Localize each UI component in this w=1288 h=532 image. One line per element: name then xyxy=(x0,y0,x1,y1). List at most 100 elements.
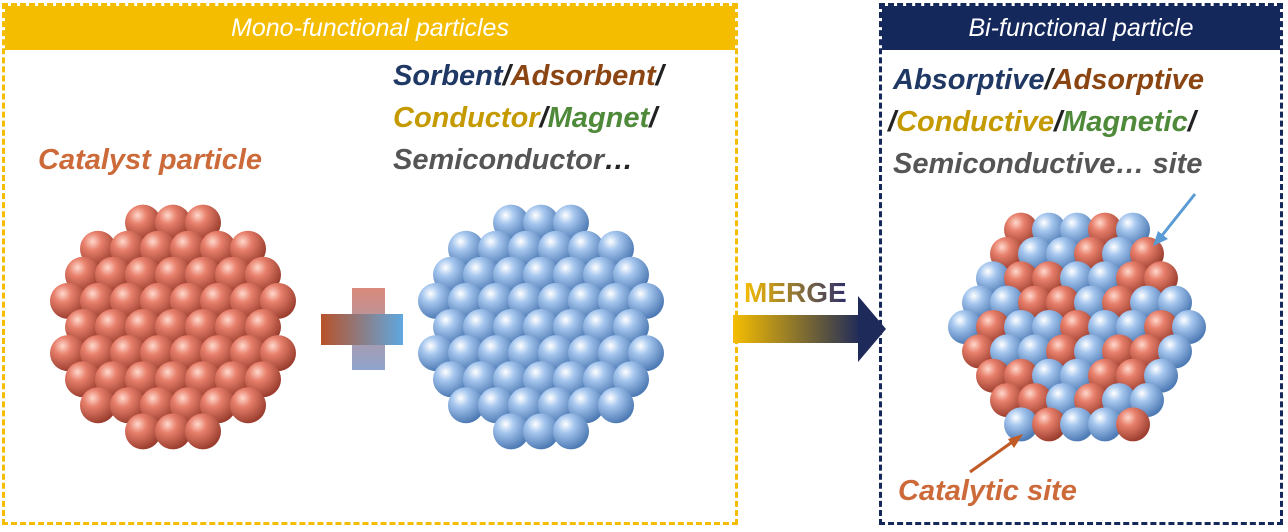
conductive-text: Conductive xyxy=(896,106,1054,138)
sphere xyxy=(110,282,146,319)
sphere xyxy=(185,204,221,241)
sphere xyxy=(463,309,499,345)
sphere xyxy=(65,361,101,398)
bi-functions-line-2: /Conductive/Magnetic/ xyxy=(888,108,1196,137)
slash: / xyxy=(1187,106,1196,138)
sphere xyxy=(553,361,589,398)
sphere xyxy=(110,335,146,372)
sphere xyxy=(538,282,574,319)
sphere xyxy=(523,361,559,398)
sphere xyxy=(1116,407,1150,442)
sphere xyxy=(170,282,206,319)
functional-particle-cluster xyxy=(418,204,664,450)
sorbent-text: Sorbent xyxy=(393,60,503,92)
sphere xyxy=(553,256,589,293)
sphere xyxy=(65,256,101,293)
catalyst-particle-cluster xyxy=(50,204,296,450)
sphere xyxy=(170,387,206,424)
sphere xyxy=(215,309,251,345)
sphere xyxy=(230,230,266,267)
sphere xyxy=(613,309,649,345)
sphere xyxy=(125,413,161,450)
functions-line-3: Semiconductor… xyxy=(393,146,633,175)
mono-functional-header: Mono-functional particles xyxy=(5,6,735,50)
merge-label: MERGE xyxy=(744,277,847,308)
sphere xyxy=(200,335,236,372)
sphere xyxy=(1004,407,1038,442)
sphere xyxy=(155,413,191,450)
sphere xyxy=(463,361,499,398)
sphere xyxy=(433,256,469,293)
sphere xyxy=(140,387,176,424)
absorptive-text: Absorptive xyxy=(893,64,1045,96)
slash: / xyxy=(1053,106,1063,138)
sphere xyxy=(50,335,86,372)
sphere xyxy=(538,335,574,372)
magnetic-text: Magnetic xyxy=(1062,106,1188,138)
sphere xyxy=(433,361,469,398)
sphere xyxy=(568,282,604,319)
bi-functional-panel: Bi-functional particle xyxy=(879,3,1283,525)
sphere xyxy=(230,282,266,319)
sphere xyxy=(553,204,589,241)
sphere xyxy=(508,387,544,424)
sphere xyxy=(140,282,176,319)
sphere xyxy=(170,230,206,267)
sphere xyxy=(493,361,529,398)
sphere xyxy=(170,335,206,372)
sphere xyxy=(613,361,649,398)
sphere xyxy=(245,256,281,293)
sphere xyxy=(598,282,634,319)
sphere xyxy=(95,256,131,293)
sphere xyxy=(260,335,296,372)
sphere xyxy=(493,204,529,241)
sphere xyxy=(523,256,559,293)
sphere xyxy=(508,230,544,267)
sphere xyxy=(215,361,251,398)
slash: / xyxy=(1044,64,1053,96)
sphere xyxy=(185,413,221,450)
sphere xyxy=(50,282,86,319)
sphere xyxy=(245,361,281,398)
sphere xyxy=(478,282,514,319)
sphere xyxy=(155,256,191,293)
sphere xyxy=(185,361,221,398)
sphere xyxy=(448,282,484,319)
sphere xyxy=(95,361,131,398)
sphere xyxy=(65,309,101,345)
sphere xyxy=(613,256,649,293)
sphere xyxy=(200,230,236,267)
sphere xyxy=(1032,407,1066,442)
sphere xyxy=(598,335,634,372)
sphere xyxy=(200,282,236,319)
sphere xyxy=(245,309,281,345)
sphere xyxy=(448,230,484,267)
sphere xyxy=(418,282,454,319)
sphere xyxy=(125,309,161,345)
sphere xyxy=(583,309,619,345)
sphere xyxy=(185,256,221,293)
catalytic-site-label: Catalytic site xyxy=(898,475,1077,507)
catalytic-site-arrow-icon xyxy=(969,434,1023,474)
sphere xyxy=(478,230,514,267)
sphere xyxy=(448,387,484,424)
adsorbent-text: Adsorbent xyxy=(510,60,656,92)
sphere xyxy=(215,256,251,293)
sphere xyxy=(568,387,604,424)
sphere xyxy=(140,335,176,372)
sphere xyxy=(493,413,529,450)
sphere xyxy=(598,230,634,267)
sphere xyxy=(110,387,146,424)
sphere xyxy=(553,413,589,450)
sphere xyxy=(448,335,484,372)
sphere xyxy=(155,309,191,345)
sphere xyxy=(538,230,574,267)
bi-functional-header: Bi-functional particle xyxy=(882,6,1280,50)
sphere xyxy=(80,230,116,267)
sphere xyxy=(568,335,604,372)
sphere xyxy=(125,256,161,293)
sphere xyxy=(493,256,529,293)
sphere xyxy=(140,230,176,267)
sphere xyxy=(260,282,296,319)
sphere xyxy=(598,387,634,424)
